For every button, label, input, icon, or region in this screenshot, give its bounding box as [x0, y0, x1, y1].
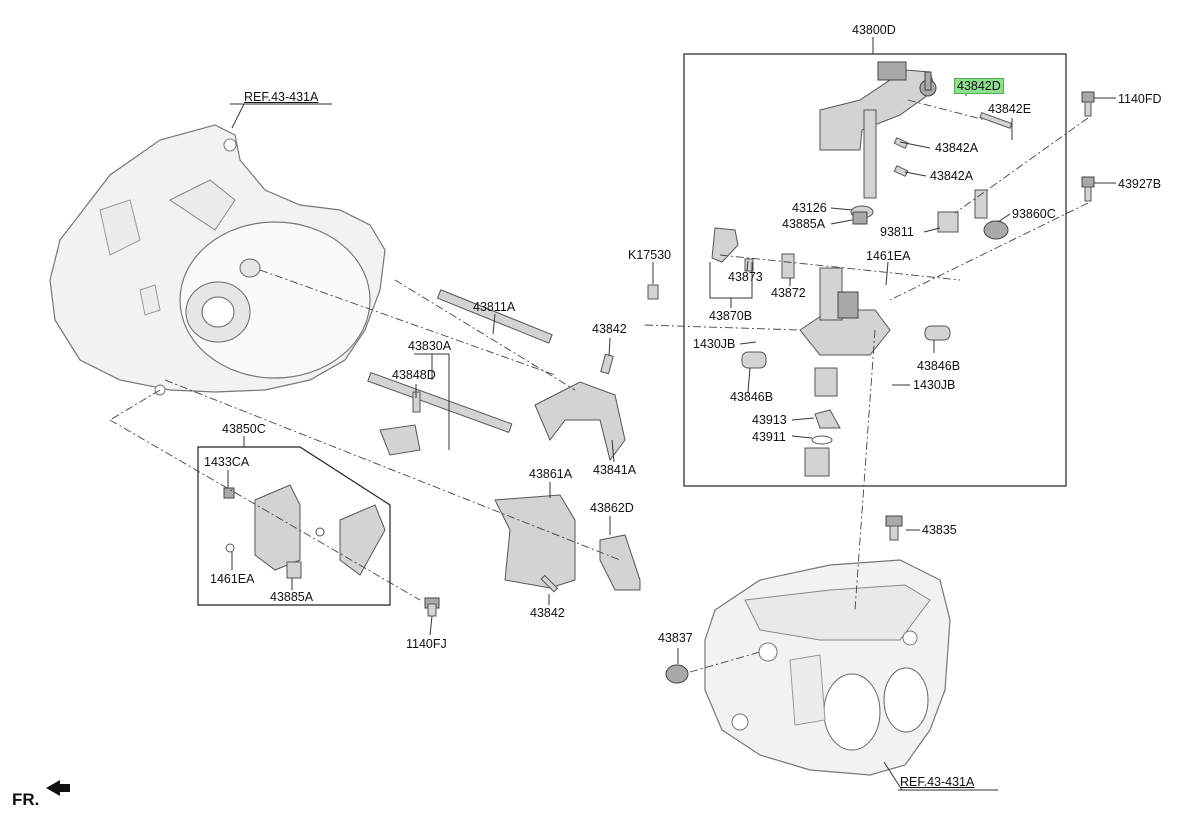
- shift-rails-and-forks: [367, 289, 641, 593]
- part-label-43830A[interactable]: 43830A: [408, 339, 452, 353]
- transmission-case-right: [704, 559, 951, 776]
- part-label-1140FD[interactable]: 1140FD: [1118, 92, 1162, 106]
- part-label-43885A-bottom[interactable]: 43885A: [270, 590, 314, 604]
- part-label-1433CA[interactable]: 1433CA: [204, 455, 250, 469]
- part-label-43850C[interactable]: 43850C: [222, 422, 266, 436]
- part-label-43837[interactable]: 43837: [658, 631, 693, 645]
- transmission-case-left: [49, 124, 386, 396]
- part-label-43848D[interactable]: 43848D: [392, 368, 436, 382]
- part-label-1140FJ[interactable]: 1140FJ: [406, 637, 447, 651]
- part-label-43842-bottom[interactable]: 43842: [530, 606, 565, 620]
- part-label-43842A-2[interactable]: 43842A: [930, 169, 974, 183]
- part-label-43842A-1[interactable]: 43842A: [935, 141, 979, 155]
- part-label-43861A[interactable]: 43861A: [529, 467, 573, 481]
- bolts: [424, 91, 1095, 684]
- assembly-box-43800D: [683, 53, 1067, 487]
- part-label-43846B-left[interactable]: 43846B: [730, 390, 774, 404]
- control-lever-assembly: [711, 61, 1013, 477]
- part-label-1461EA-top[interactable]: 1461EA: [866, 249, 911, 263]
- part-label-43842-top[interactable]: 43842: [592, 322, 627, 336]
- ref-label-bottom[interactable]: REF.43-431A: [900, 775, 975, 789]
- ref-label-top[interactable]: REF.43-431A: [244, 90, 319, 104]
- part-label-93860C[interactable]: 93860C: [1012, 207, 1056, 221]
- part-label-43841A[interactable]: 43841A: [593, 463, 637, 477]
- part-label-43885A-top[interactable]: 43885A: [782, 217, 826, 231]
- part-label-43835[interactable]: 43835: [922, 523, 957, 537]
- part-label-43846B-right[interactable]: 43846B: [917, 359, 961, 373]
- sub-assembly-43850C: [223, 484, 386, 579]
- part-label-43842E[interactable]: 43842E: [988, 102, 1032, 116]
- part-label-43842D[interactable]: 43842D: [954, 78, 1004, 94]
- part-label-43873[interactable]: 43873: [728, 270, 763, 284]
- front-arrow-icon: [46, 780, 70, 796]
- part-label-43862D[interactable]: 43862D: [590, 501, 634, 515]
- part-label-93811[interactable]: 93811: [880, 225, 914, 239]
- part-label-43872[interactable]: 43872: [771, 286, 806, 300]
- part-label-1430JB-right[interactable]: 1430JB: [913, 378, 956, 392]
- part-label-43913[interactable]: 43913: [752, 413, 787, 427]
- part-label-1461EA-bottom[interactable]: 1461EA: [210, 572, 255, 586]
- leader-lines: [109, 37, 1116, 791]
- part-label-1430JB-left[interactable]: 1430JB: [693, 337, 736, 351]
- front-direction-label: FR.: [12, 790, 40, 809]
- part-label-43870B[interactable]: 43870B: [709, 309, 753, 323]
- part-label-43811A[interactable]: 43811A: [473, 300, 516, 314]
- part-label-K17530[interactable]: K17530: [628, 248, 672, 262]
- part-label-43927B[interactable]: 43927B: [1118, 177, 1162, 191]
- assembly-box-43850C: [197, 446, 391, 606]
- part-label-43800D[interactable]: 43800D: [852, 23, 896, 37]
- part-label-43911[interactable]: 43911: [752, 430, 786, 444]
- part-label-43126[interactable]: 43126: [792, 201, 827, 215]
